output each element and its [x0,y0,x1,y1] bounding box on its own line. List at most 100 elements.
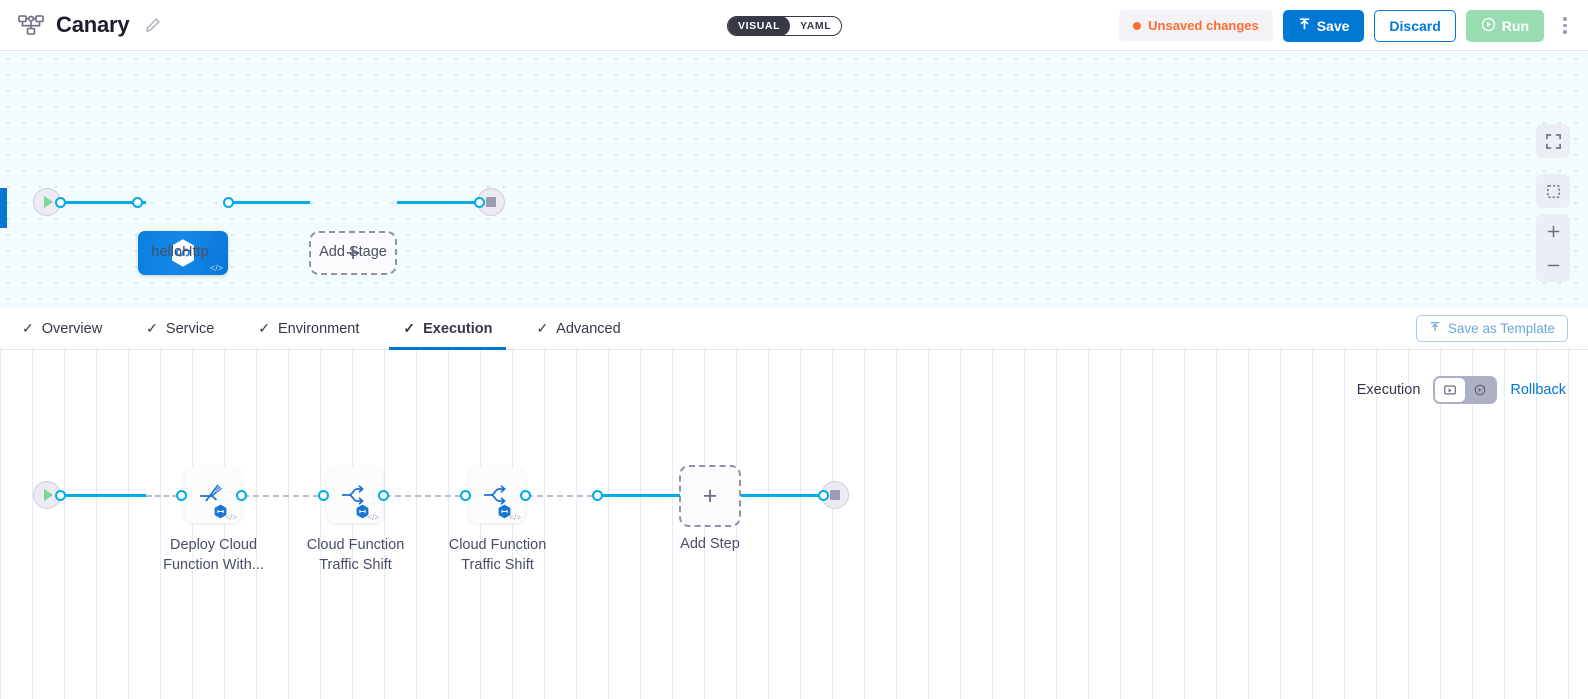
edge-start-to-hello [60,201,146,204]
traffic-shift-icon [480,482,514,508]
kebab-menu-icon[interactable] [1554,10,1576,42]
canvas-left-accent [0,188,7,228]
pencil-icon[interactable] [145,17,161,33]
port-step2-out[interactable] [378,490,389,501]
step-label-3-line1: Cloud Function [448,537,547,553]
execution-label: Execution [1356,382,1421,398]
rollback-toggle-icon[interactable] [1465,378,1495,402]
harness-step-badge-icon [213,504,228,519]
add-step-button[interactable]: + [679,465,741,527]
execution-toggle-icon[interactable] [1435,378,1466,402]
step-label-3-line2: Traffic Shift [461,557,534,573]
unsaved-label: Unsaved changes [1148,18,1259,33]
step-label-2-line1: Cloud Function [306,537,405,553]
port-hello-out[interactable] [223,197,234,208]
stage-config-tabbar: ✓ Overview ✓ Service ✓ Environment ✓ Exe… [0,308,1588,350]
port-step1-in[interactable] [176,490,187,501]
port-step3-in[interactable] [460,490,471,501]
stage-label-hellohttp: helloHttp [151,244,209,260]
tab-service-label: Service [165,320,215,337]
port-step2-in[interactable] [318,490,329,501]
step-label-2: Cloud Function Traffic Shift [283,535,428,575]
fit-to-screen-control[interactable] [1536,174,1570,208]
edge-addstage-to-end [397,201,480,204]
run-button[interactable]: Run [1465,9,1544,42]
check-icon: ✓ [258,320,270,336]
execution-start-node[interactable] [33,481,61,509]
check-icon: ✓ [536,320,549,336]
port-exec-end-in[interactable] [818,490,829,501]
port-group-out[interactable] [592,490,603,501]
tab-overview[interactable]: ✓ Overview [0,308,124,350]
edge-start-to-group [60,494,146,497]
port-step3-out[interactable] [520,490,531,501]
save-as-template-button[interactable]: Save as Template [1415,315,1568,342]
tab-yaml[interactable]: YAML [800,20,832,32]
start-icon [43,196,53,208]
step-label-1-line1: Deploy Cloud [169,537,258,553]
unsaved-dot-icon [1133,21,1142,30]
app-header: Canary VISUAL YAML Unsaved changes Save … [0,0,1588,51]
edge-group-to-addstep [598,494,680,497]
harness-step-badge-icon [355,504,370,519]
execution-rollback-toolbar: Execution Rollback [1357,376,1566,404]
step-code-badge-icon: </> [367,513,379,522]
check-icon: ✓ [22,320,34,336]
add-stage-label: Add Stage [319,244,387,260]
port-end-in[interactable] [474,197,485,208]
execution-rollback-toggle[interactable] [1433,376,1498,404]
tab-overview-label: Overview [41,320,103,337]
step-node-traffic-shift-2[interactable]: </> [469,467,525,523]
step-node-traffic-shift-1[interactable]: </> [327,467,383,523]
step-label-1: Deploy Cloud Function With... [141,535,286,575]
zoom-controls[interactable] [1536,214,1570,282]
save-label: Save [1316,17,1350,34]
start-icon [43,489,53,501]
tab-execution[interactable]: ✓ Execution [381,308,514,350]
check-icon: ✓ [403,320,416,336]
view-mode-toggle[interactable]: VISUAL YAML [727,16,843,36]
page-title: Canary [56,12,130,37]
port-exec-start-out[interactable] [55,490,66,501]
tab-execution-label: Execution [423,320,493,337]
step-label-2-line2: Traffic Shift [319,557,392,573]
rollback-label[interactable]: Rollback [1510,382,1566,398]
port-start-out[interactable] [55,197,66,208]
edge-step3-to-groupout [527,495,593,497]
port-hello-in[interactable] [132,197,143,208]
header-left-group: Canary [0,12,161,38]
harness-step-badge-icon [497,504,512,519]
port-step1-out[interactable] [236,490,247,501]
tab-advanced[interactable]: ✓ Advanced [514,308,642,350]
fit-to-screen-icon[interactable] [1536,174,1570,208]
stage-code-badge-icon: </> [209,263,223,273]
stop-icon [830,490,840,500]
tab-visual[interactable]: VISUAL [728,17,791,35]
stage-node-hellohttp[interactable]: </> [138,231,228,275]
run-play-icon [1481,17,1496,35]
save-as-template-label: Save as Template [1447,321,1555,336]
tab-service[interactable]: ✓ Service [124,308,236,350]
step-code-badge-icon: </> [509,513,521,522]
deploy-cloud-function-icon [196,482,230,508]
zoom-in-icon[interactable] [1536,214,1570,248]
fullscreen-control[interactable] [1536,124,1570,158]
edge-step1-to-step2 [243,495,319,497]
discard-button[interactable]: Discard [1374,9,1456,42]
execution-canvas[interactable]: Execution Rollback Canar [0,350,1588,699]
fullscreen-icon[interactable] [1536,124,1570,158]
edge-addstep-to-end [741,494,823,497]
save-button[interactable]: Save [1282,9,1365,42]
stage-canvas[interactable]: </> helloHttp + Add Stage [0,51,1588,308]
harness-hex-icon [169,238,197,268]
step-node-deploy-cloud-function[interactable]: </> [185,467,241,523]
add-stage-button[interactable]: + [309,231,397,275]
template-upload-icon [1429,321,1441,336]
edge-group-to-step1 [146,495,178,497]
edge-step2-to-step3 [385,495,461,497]
discard-label: Discard [1389,17,1441,34]
zoom-out-icon[interactable] [1536,248,1570,282]
plus-icon: + [345,238,361,267]
plus-icon: + [702,481,718,510]
tab-environment[interactable]: ✓ Environment [236,308,381,350]
